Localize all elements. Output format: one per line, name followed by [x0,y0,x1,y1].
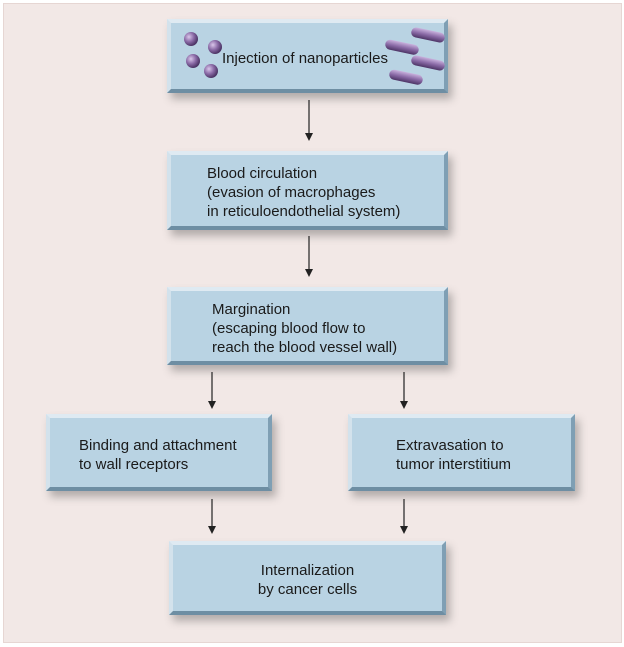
nanosphere-icon [184,32,222,78]
step-extravasation-line-2: tumor interstitium [396,456,512,473]
step-binding-box: Binding and attachment to wall receptors [46,414,272,491]
step-circulation-box: Blood circulation (evasion of macrophage… [167,151,448,230]
arrow-extravasation-to-internalization [400,499,408,534]
step-internalization-line-1: Internalization [260,562,355,579]
step-internalization-box: Internalization by cancer cells [169,541,446,615]
arrow-circulation-to-margination [305,236,313,277]
step-extravasation-line-1: Extravasation to [396,437,504,454]
arrow-injection-to-circulation [305,100,313,141]
step-margination-line-3: reach the blood vessel wall) [212,339,398,356]
arrow-binding-to-internalization [208,499,216,534]
step-injection-box: Injection of nanoparticles [167,19,448,93]
step-circulation-line-3: in reticuloendothelial system) [207,203,401,220]
step-binding-line-2: to wall receptors [79,456,189,473]
step-extravasation-box: Extravasation to tumor interstitium [348,414,575,491]
arrow-margination-to-binding [208,372,216,409]
step-circulation-line-2: (evasion of macrophages [207,184,376,201]
step-internalization-line-2: by cancer cells [257,581,358,598]
step-margination-box: Margination (escaping blood flow to reac… [167,287,448,365]
step-margination-line-1: Margination [212,301,291,318]
nanorod-icon [385,27,445,85]
step-injection-line-1: Injection of nanoparticles [222,50,388,67]
arrow-margination-to-extravasation [400,372,408,409]
step-margination-line-2: (escaping blood flow to [212,320,366,337]
step-binding-line-1: Binding and attachment [79,437,237,454]
step-circulation-line-1: Blood circulation [207,165,318,182]
